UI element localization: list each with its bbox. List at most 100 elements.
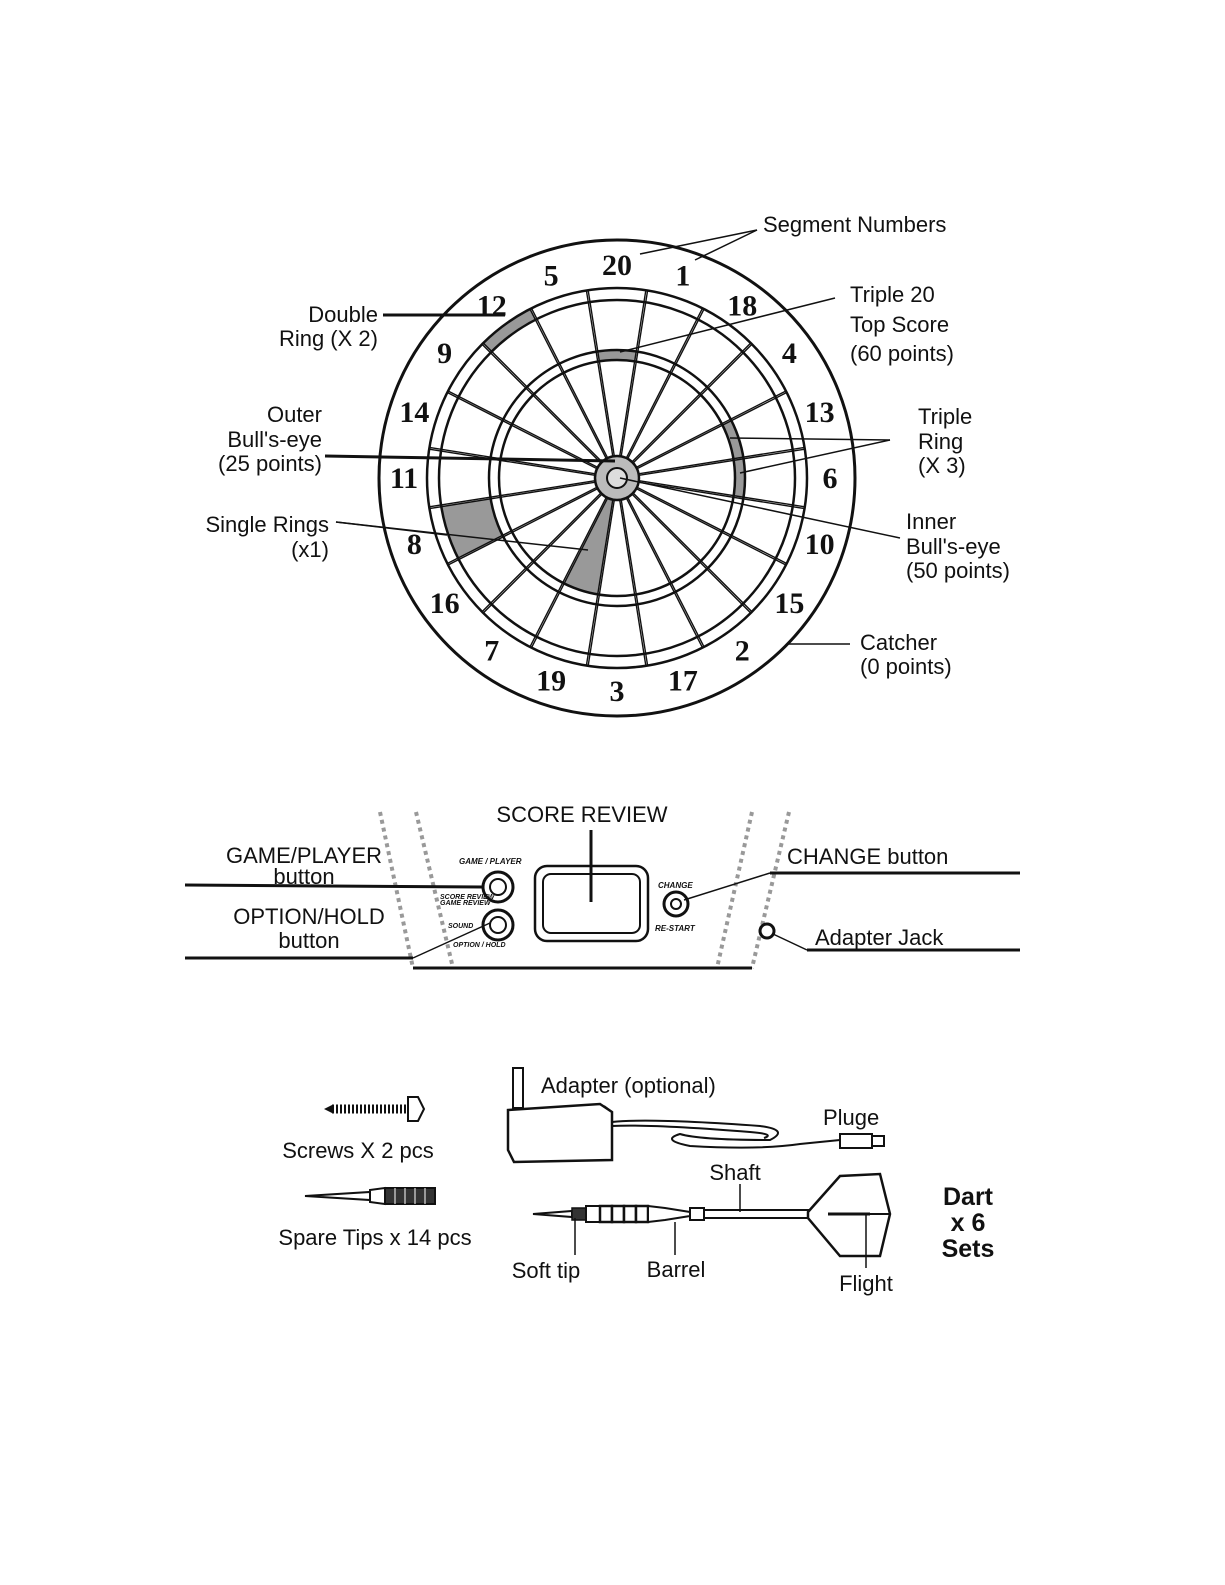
- segment-wire: [446, 391, 598, 470]
- segment-wire: [530, 497, 609, 649]
- segment-wire: [638, 481, 805, 510]
- dartboard-labels: Segment Numbers Double Ring (X 2) Triple…: [205, 212, 1009, 679]
- segment-wire: [585, 290, 614, 457]
- segment-wire: [446, 486, 598, 565]
- flight-label: Flight: [839, 1271, 893, 1296]
- inner-bull-label-1: Inner: [906, 509, 956, 534]
- segment-wire: [587, 290, 616, 457]
- segment-wire: [632, 343, 753, 464]
- screws-label: Screws X 2 pcs: [282, 1138, 434, 1163]
- spare-tips-label: Spare Tips x 14 pcs: [278, 1225, 471, 1250]
- segment-wire: [530, 307, 609, 459]
- segment-wire: [638, 446, 805, 475]
- segment-wire: [587, 499, 616, 666]
- dart-illustration: [532, 1172, 892, 1258]
- segment-number: 10: [805, 528, 835, 561]
- triple-20-label-3: (60 points): [850, 341, 954, 366]
- segment-wire: [638, 448, 805, 477]
- adapter-illustration: [506, 1067, 885, 1164]
- inner-bullseye: [606, 467, 628, 489]
- segment-wire: [429, 479, 596, 508]
- segment-wire: [447, 488, 599, 566]
- outer-bull-label-2: Bull's-eye: [227, 427, 322, 452]
- segment-wire: [625, 307, 704, 459]
- triple-ring-label-2: Ring: [918, 429, 963, 454]
- segment-wire: [635, 390, 787, 468]
- segment-wire: [631, 493, 752, 614]
- segment-wire: [620, 290, 649, 457]
- panel-change-text: CHANGE: [658, 881, 693, 890]
- single-rings-label-1: Single Rings: [205, 512, 329, 537]
- segment-wire: [585, 499, 614, 666]
- soft-tip-label: Soft tip: [512, 1258, 580, 1283]
- pluge-label: Pluge: [823, 1105, 879, 1130]
- segment-wire: [638, 479, 805, 508]
- segment-wire: [447, 390, 599, 468]
- segment-numbers-label: Segment Numbers: [763, 212, 946, 237]
- segment-number: 13: [805, 396, 835, 429]
- double-ring-highlight: [482, 308, 537, 353]
- catcher-label-2: (0 points): [860, 654, 952, 679]
- segment-number: 16: [430, 587, 460, 620]
- dartboard-callout-lines: [324, 229, 901, 645]
- triple-20-label-1: Triple 20: [850, 282, 935, 307]
- game-player-label-1: GAME/PLAYER: [226, 843, 382, 868]
- adapter-label: Adapter (optional): [541, 1073, 716, 1098]
- segment-number: 15: [774, 587, 804, 620]
- board-ring-1: [437, 298, 797, 658]
- segment-wire: [636, 486, 788, 565]
- segment-wire: [627, 496, 705, 648]
- change-button-label: CHANGE button: [787, 844, 948, 869]
- double-ring-label-2: Ring (X 2): [279, 326, 378, 351]
- option-hold-label-1: OPTION/HOLD: [233, 904, 385, 929]
- double-ring-label-1: Double: [308, 302, 378, 327]
- segment-number: 3: [610, 675, 625, 708]
- segment-number: 1: [675, 259, 690, 292]
- segment-number: 8: [407, 528, 422, 561]
- board-ring-3: [497, 358, 737, 598]
- panel-sound-text: SOUND: [448, 923, 473, 930]
- game-player-label-2: button: [273, 864, 334, 889]
- triple-ring-label-1: Triple: [918, 404, 972, 429]
- outer-bull-label-1: Outer: [267, 402, 322, 427]
- segment-number: 6: [823, 462, 838, 495]
- segment-number: 12: [477, 290, 507, 323]
- segment-number: 9: [437, 337, 452, 370]
- dart-sets-label-1: Dart: [943, 1183, 994, 1211]
- segment-number: 19: [536, 665, 566, 698]
- segment-wire: [481, 492, 602, 613]
- segment-number: 7: [484, 634, 499, 667]
- catcher-label-1: Catcher: [860, 630, 937, 655]
- segment-number: 17: [668, 665, 698, 698]
- triple-ring-label-3: (X 3): [918, 453, 966, 478]
- dart-sets-label-2: x 6: [951, 1209, 986, 1237]
- adapter-jack-label: Adapter Jack: [815, 925, 944, 950]
- segment-wire: [429, 448, 596, 477]
- board-ring-0: [425, 286, 809, 670]
- panel-game-review-text: GAME REVIEW: [440, 900, 492, 907]
- segment-number: 5: [544, 259, 559, 292]
- shaft-label: Shaft: [709, 1160, 760, 1185]
- spare-tip-illustration: [304, 1186, 436, 1206]
- segment-number: 20: [602, 249, 632, 282]
- panel-game-player-text: GAME / PLAYER: [459, 857, 522, 866]
- segment-wire: [429, 481, 596, 510]
- segment-wire: [482, 342, 603, 463]
- accessories: Screws X 2 pcs Spare Tips x 14 pcs Adapt…: [278, 1067, 994, 1296]
- segment-wire: [482, 493, 603, 614]
- adapter-jack[interactable]: [758, 922, 776, 940]
- barrel-label: Barrel: [647, 1257, 706, 1282]
- segment-wire: [529, 496, 607, 648]
- score-review-label: SCORE REVIEW: [496, 802, 667, 827]
- board-ring-2: [487, 348, 747, 608]
- segment-wire: [481, 343, 602, 464]
- segment-wire: [618, 499, 647, 666]
- segment-number: 11: [390, 462, 418, 495]
- segment-wire: [631, 342, 752, 463]
- segment-wire: [636, 391, 788, 470]
- screw-illustration: [324, 1096, 426, 1122]
- control-panel: GAME / PLAYER SCORE REVIEW GAME REVIEW S…: [184, 802, 1020, 970]
- segment-number: 4: [782, 337, 797, 370]
